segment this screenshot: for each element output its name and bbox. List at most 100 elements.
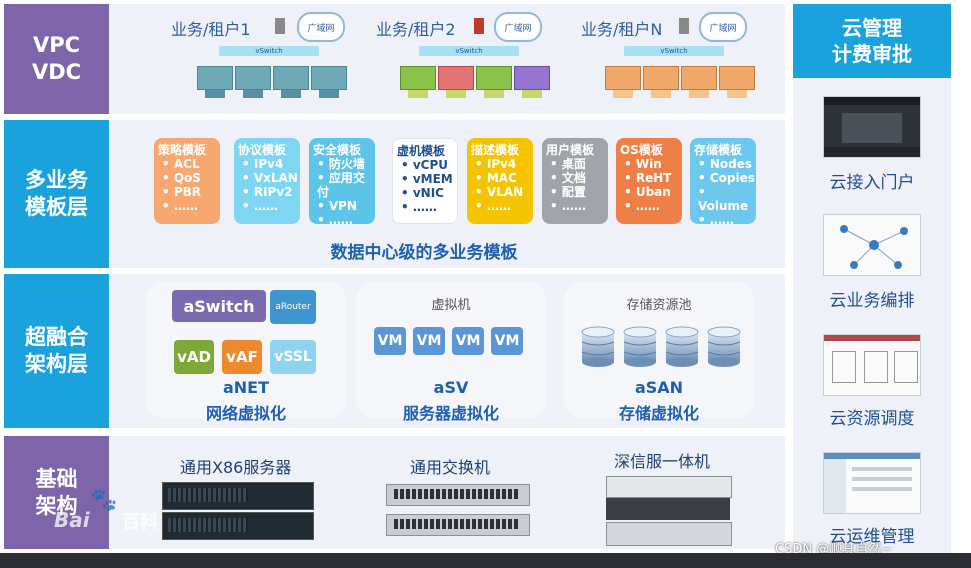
- sidebar-title: 云管理 计费审批: [793, 4, 951, 78]
- template-card-item: • ……: [475, 199, 511, 213]
- vswitch-bar: vSwitch: [419, 46, 519, 56]
- template-card-title: 存储模板: [694, 143, 743, 157]
- vswitch-bar: vSwitch: [624, 46, 724, 56]
- vm-cluster: [197, 66, 347, 100]
- template-card-item: • Uban: [624, 185, 671, 199]
- baidu-watermark-left: Bai: [54, 508, 90, 532]
- template-card-title: 协议模板: [238, 143, 287, 157]
- template-card-item: • 文档: [550, 171, 586, 185]
- asan-name: aSAN: [634, 378, 684, 397]
- asv-name: aSV: [433, 378, 469, 397]
- infra-layer-label: 基础 架构: [4, 436, 109, 549]
- x86-server-title: 通用X86服务器: [180, 458, 292, 477]
- template-card-item: • vNIC: [401, 186, 444, 200]
- template-card: OS模板• Win• ReHT• Uban• ……: [616, 138, 682, 224]
- template-card-item: • ……: [624, 199, 660, 213]
- template-card-item: • vMEM: [401, 172, 453, 186]
- template-card-item: • ReHT: [624, 171, 672, 185]
- template-card-item: • ……: [401, 200, 437, 214]
- template-card-item: • ……: [162, 199, 198, 213]
- ops-screenshot: [823, 452, 921, 514]
- template-card-item: • ACL: [162, 157, 200, 171]
- vaf-block: vAF: [222, 340, 262, 374]
- vpc-layer-label: VPC VDC: [4, 4, 109, 114]
- switch-title: 通用交换机: [410, 458, 491, 477]
- cloud-icon: 广域网: [297, 12, 345, 42]
- vm-block: VM: [491, 327, 523, 355]
- sidebar-item-portal: 云接入门户: [829, 173, 915, 193]
- template-card-title: 描述模板: [471, 143, 520, 157]
- template-card-item: • ……: [550, 199, 586, 213]
- tenant-2: 业务/租户2 广域网 vSwitch: [364, 4, 564, 114]
- template-card-item: • Win: [624, 157, 662, 171]
- asan-desc: 存储虚拟化: [618, 404, 699, 423]
- template-card: 用户模板• 桌面• 文档• 配置• ……: [542, 138, 608, 224]
- baidu-watermark-right: 百科: [122, 512, 158, 533]
- scheduling-screenshot: [823, 334, 921, 396]
- template-card-item: • RIPv2: [242, 185, 293, 199]
- asan-panel: 存储资源池 aSAN 存储虚拟化: [564, 282, 754, 423]
- template-card: 虚机模板• vCPU• vMEM• vNIC• ……: [392, 138, 458, 224]
- template-card-item: • vCPU: [401, 158, 449, 172]
- asv-panel: 虚拟机 VM VM VM VM aSV 服务器虚拟化: [356, 282, 546, 423]
- vm-cluster: [605, 66, 755, 100]
- sidebar-item-ops: 云运维管理: [829, 527, 915, 547]
- template-layer-label: 多业务 模板层: [4, 120, 109, 268]
- template-card-item: • 配置: [550, 185, 586, 199]
- template-card-title: 用户模板: [546, 143, 595, 157]
- template-card-item: • ……: [317, 213, 353, 227]
- template-card-title: 安全模板: [313, 143, 362, 157]
- template-card: 存储模板• Nodes• Copies• Volume• ……: [690, 138, 756, 227]
- asan-title: 存储资源池: [626, 298, 692, 313]
- template-card-item: • ……: [242, 199, 278, 213]
- template-card-title: 虚机模板: [397, 144, 446, 158]
- template-card-item: • Nodes: [698, 157, 753, 171]
- template-card: 描述模板• IPv4• MAC• VLAN• ……: [467, 138, 533, 224]
- vm-block: VM: [452, 327, 484, 355]
- sidebar-item-scheduling: 云资源调度: [829, 409, 915, 429]
- vad-block: vAD: [174, 340, 214, 374]
- template-card-item: • VLAN: [475, 185, 524, 199]
- template-card-item: • PBR: [162, 185, 202, 199]
- vm-block: VM: [374, 327, 406, 355]
- hci-layer-label: 超融合 架构层: [4, 274, 109, 428]
- portal-screenshot: [823, 96, 921, 158]
- template-card: 策略模板• ACL• QoS• PBR• ……: [154, 138, 220, 224]
- template-card: 协议模板• IPv4• VxLAN• RIPv2• ……: [234, 138, 300, 224]
- appliance-image: [606, 476, 732, 546]
- tenant-n: 业务/租户N 广域网 vSwitch: [569, 4, 769, 114]
- template-card: 安全模板• 防火墙• 应用交付• VPN• ……: [309, 138, 375, 227]
- template-card-item: • MAC: [475, 171, 517, 185]
- router-icon: [474, 18, 484, 34]
- vpc-layer: VPC VDC 业务/租户1 广域网 vSwitch 业务/租户2 广域网 vS…: [4, 4, 785, 114]
- bottom-bar: [0, 553, 971, 568]
- anet-desc: 网络虚拟化: [205, 404, 286, 423]
- template-card-title: OS模板: [620, 143, 663, 157]
- template-card-item: • QoS: [162, 171, 201, 185]
- router-icon: [679, 18, 689, 34]
- vm-cluster: [400, 66, 550, 100]
- tenant-n-title: 业务/租户N: [581, 20, 663, 39]
- tenant-1: 业务/租户1 广域网 vSwitch: [159, 4, 359, 114]
- template-card-item: • VPN: [317, 199, 357, 213]
- template-card-item: • 防火墙: [317, 157, 365, 171]
- template-card-item: • ……: [698, 213, 734, 227]
- template-card-item: • IPv4: [242, 157, 284, 171]
- template-layer: 多业务 模板层 策略模板• ACL• QoS• PBR• ……协议模板• IPv…: [4, 120, 785, 268]
- orchestration-screenshot: [823, 214, 921, 276]
- tenant-1-title: 业务/租户1: [171, 20, 251, 39]
- x86-server-image: [162, 482, 314, 540]
- template-card-item: • Volume: [698, 185, 749, 213]
- anet-panel: aSwitch aRouter vAD vAF vSSL aNET 网络虚拟化: [146, 282, 346, 423]
- vm-block: VM: [413, 327, 445, 355]
- aswitch-block: aSwitch: [172, 290, 266, 322]
- cloud-icon: 广域网: [699, 12, 747, 42]
- asv-desc: 服务器虚拟化: [402, 404, 499, 423]
- sidebar-item-orchestration: 云业务编排: [829, 291, 915, 311]
- vssl-block: vSSL: [270, 340, 316, 374]
- vswitch-bar: vSwitch: [219, 46, 319, 56]
- anet-name: aNET: [222, 378, 270, 397]
- template-card-item: • IPv4: [475, 157, 517, 171]
- hci-layer: 超融合 架构层 aSwitch aRouter vAD vAF vSSL aNE…: [4, 274, 785, 428]
